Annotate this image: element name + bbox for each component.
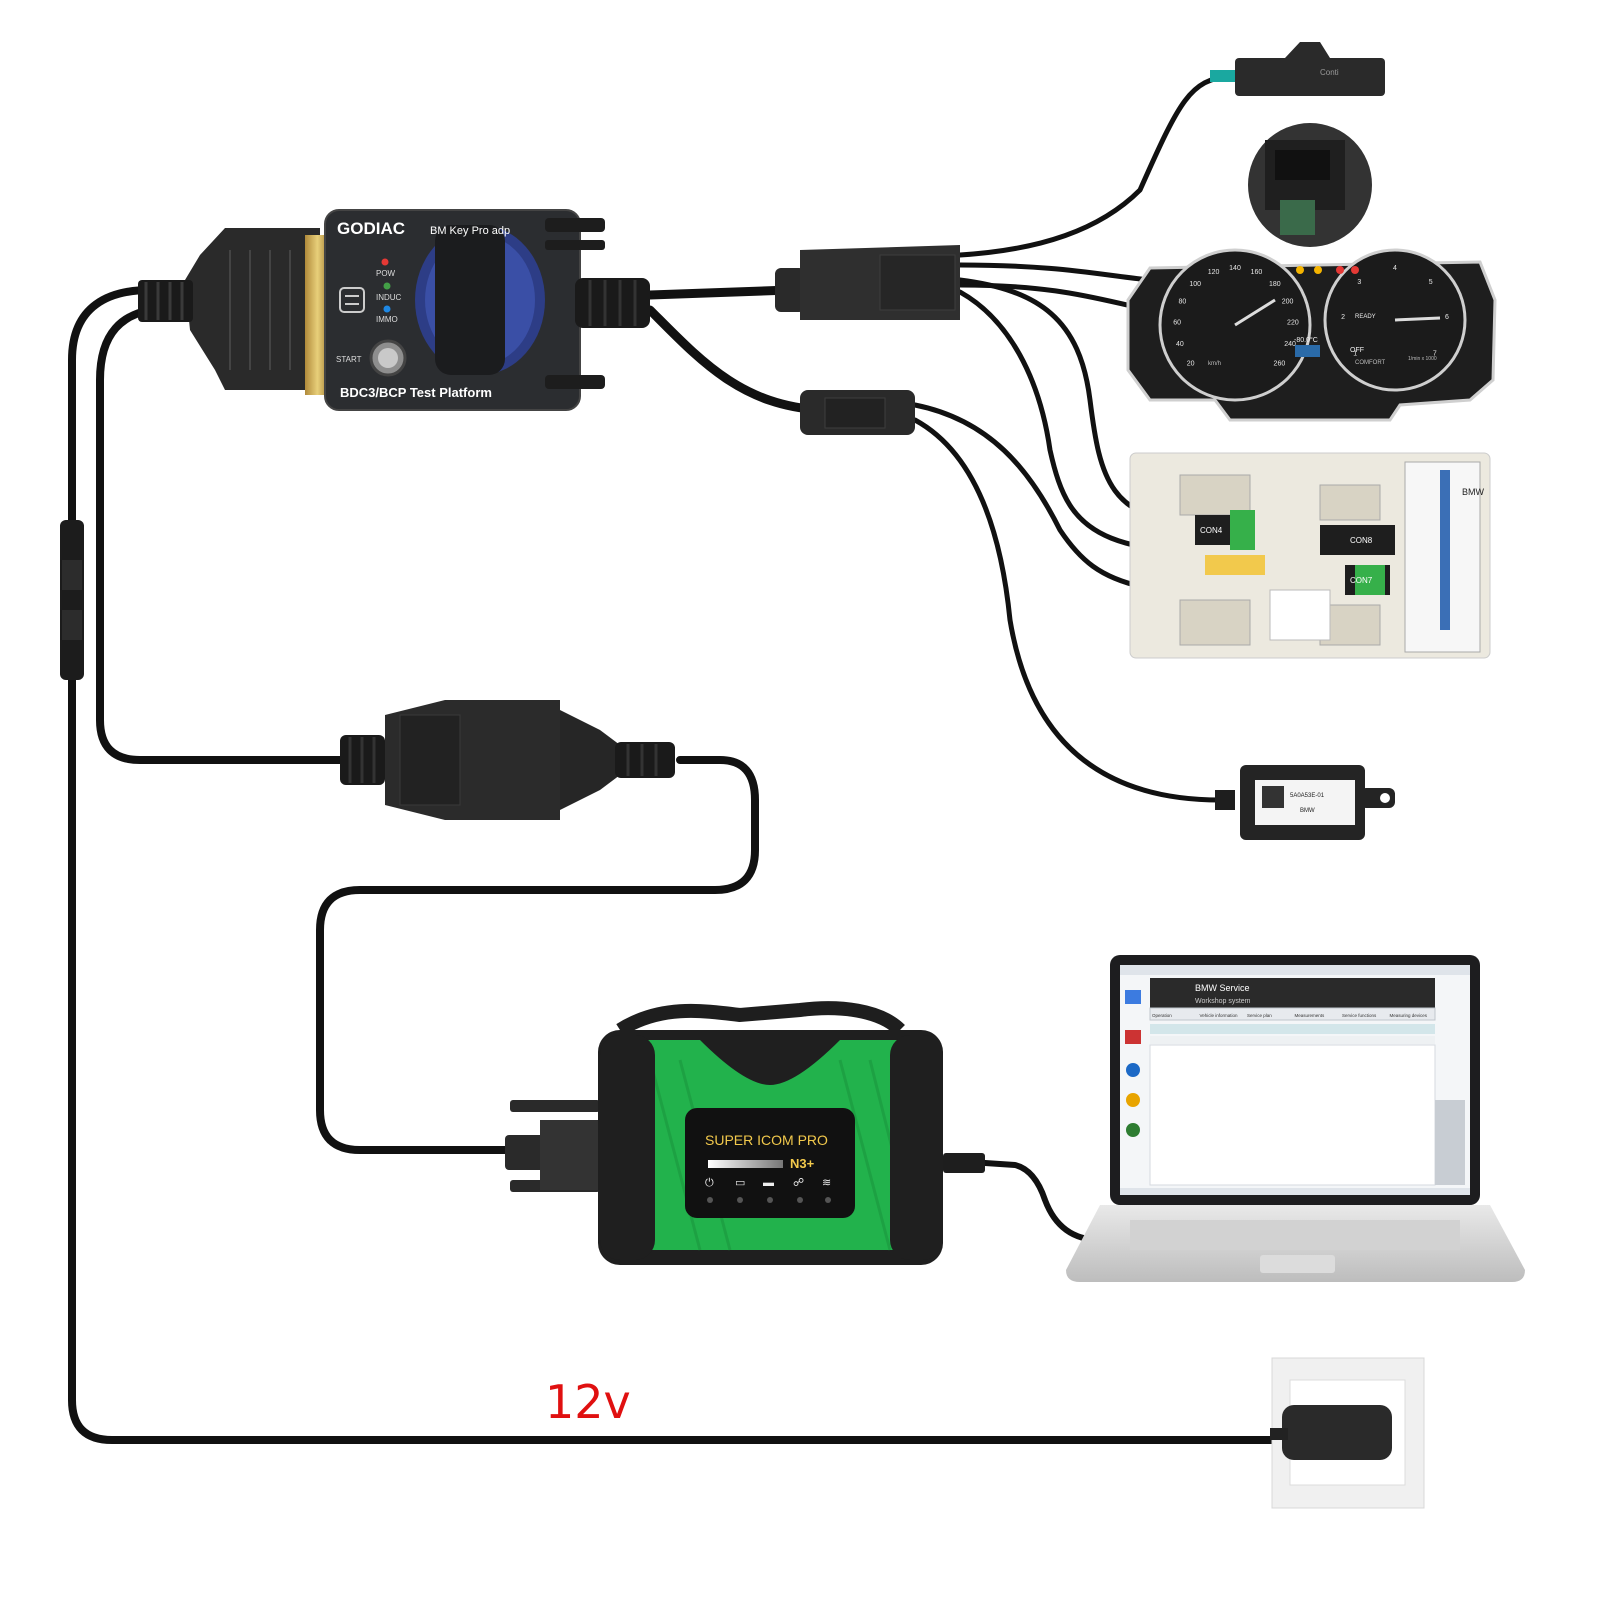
svg-text:CON8: CON8 (1350, 536, 1373, 545)
speed-tick-5: 120 (1208, 269, 1220, 276)
super-icom-interface: SUPER ICOM PRO N3+ ⏻ ▭ ▬ ☍ ≋ (505, 1001, 985, 1265)
speed-tick-12: 260 (1274, 360, 1286, 367)
bdc-connector-con8: CON8 (1320, 525, 1395, 555)
desktop-icons (1125, 990, 1141, 1137)
cable-to-module (912, 417, 1223, 803)
off-label: OFF (1350, 347, 1364, 354)
power-barrel-connector (60, 520, 84, 680)
speed-tick-6: 140 (1229, 265, 1241, 272)
connector-closeup (1248, 123, 1372, 247)
laptop: BMW Service Workshop system Operation Veh… (1066, 955, 1525, 1282)
rpm-tick-2: 3 (1357, 279, 1361, 286)
cable-to-key (957, 73, 1233, 258)
rpm-tick-6: 7 (1433, 350, 1437, 357)
adapter-model: BM Key Pro adp (430, 225, 510, 237)
obd-female-plug (185, 228, 320, 390)
speed-tick-4: 100 (1189, 281, 1201, 288)
laptop-tab-0[interactable]: Operation (1152, 1013, 1172, 1018)
wall-outlet (1270, 1357, 1425, 1509)
bdc-connector-con7: CON7 (1345, 565, 1390, 595)
car-icon (339, 287, 365, 313)
speed-tick-1: 40 (1176, 341, 1184, 348)
led-induc (383, 282, 391, 290)
cables (68, 73, 1363, 1444)
adapter-platform: BDC3/BCP Test Platform (340, 385, 492, 400)
icom-model: N3+ (790, 1156, 815, 1171)
godiac-adapter: GODIAC BM Key Pro adp BDC3/BCP Test Plat… (138, 209, 650, 411)
adapter-brand: GODIAC (337, 219, 405, 238)
led-immo (383, 305, 391, 313)
svg-text:CON7: CON7 (1350, 576, 1373, 585)
icom-cable (316, 756, 759, 1154)
rpm-tick-4: 5 (1429, 279, 1433, 286)
laptop-tab-2[interactable]: Service plan (1247, 1013, 1272, 1018)
wifi-icon: ≋ (822, 1177, 831, 1189)
laptop-tab-4[interactable]: Service functions (1342, 1013, 1377, 1018)
adapter-cable (645, 285, 795, 300)
temp-readout: -80.0°C (1294, 336, 1318, 344)
rpm-tick-labels: 1 2 3 4 5 6 7 (1341, 265, 1449, 357)
laptop-tabs: Operation Vehicle information Service plan… (1152, 1013, 1428, 1018)
rpm-tick-0: 1 (1353, 350, 1357, 357)
bdc-connector-con4: CON4 (1195, 510, 1255, 550)
icom-status-icons: ⏻ ▭ ▬ ☍ ≋ (705, 1177, 831, 1189)
laptop-icon: ▭ (735, 1177, 745, 1189)
led-pow (381, 258, 389, 266)
obd-male-connector (340, 700, 675, 820)
module-label: BMW (1300, 808, 1315, 814)
speed-tick-7: 160 (1251, 269, 1263, 276)
rpm-tick-5: 6 (1445, 314, 1449, 321)
bdc-label-text: BMW (1462, 487, 1485, 497)
rpm-tick-3: 4 (1393, 265, 1397, 272)
speed-tick-8: 180 (1269, 281, 1281, 288)
laptop-tab-1[interactable]: Vehicle information (1200, 1013, 1239, 1018)
speed-tick-10: 220 (1287, 320, 1299, 327)
speed-tick-3: 80 (1179, 299, 1187, 306)
obd-cable (96, 306, 354, 764)
start-label: START (336, 355, 362, 364)
rpm-tick-1: 2 (1341, 314, 1345, 321)
speed-tick-11: 240 (1284, 341, 1296, 348)
speed-tick-0: 20 (1187, 360, 1195, 367)
adapter-cable-lower (645, 305, 825, 415)
cable-to-cluster-1 (957, 262, 1153, 283)
cable-to-cluster-2 (957, 282, 1153, 313)
icom-brand: SUPER ICOM PRO (705, 1132, 828, 1148)
svg-text:Conti: Conti (1320, 68, 1339, 77)
speed-tick-labels: 20 40 60 80 100 120 140 160 180 200 220 240 260 (1173, 265, 1299, 367)
laptop-app-subtitle: Workshop system (1195, 998, 1251, 1005)
led-pow-label: POW (376, 269, 396, 278)
bdc-module: BMW CON4 CON8 CON7 (1129, 452, 1491, 659)
speed-tick-9: 200 (1282, 299, 1294, 306)
comfort-label: COMFORT (1355, 360, 1386, 366)
instrument-cluster: 20 40 60 80 100 120 140 160 180 200 220 240 260 1 2 3 4… (1126, 248, 1497, 422)
laptop-tab-3[interactable]: Measurements (1295, 1013, 1326, 1018)
ready-label: READY (1355, 314, 1376, 320)
rpm-unit: 1/min x 1000 (1408, 356, 1437, 362)
module-part: 5A0A53E-01 (1290, 793, 1325, 799)
y-splitter-lower (800, 390, 915, 435)
led-immo-label: IMMO (376, 315, 398, 324)
network-icon: ☍ (793, 1177, 804, 1189)
power-icon: ⏻ (705, 1177, 714, 1189)
svg-text:CON4: CON4 (1200, 526, 1223, 535)
voltage-label: 12v (545, 1375, 631, 1429)
speed-unit: km/h (1208, 361, 1221, 367)
small-control-module: BMW 5A0A53E-01 (1215, 765, 1395, 840)
laptop-app-title: BMW Service (1195, 983, 1250, 993)
laptop-tab-5[interactable]: Measuring devices (1390, 1013, 1428, 1018)
car-status-icon: ▬ (763, 1177, 774, 1189)
led-induc-label: INDUC (376, 293, 402, 302)
antenna-module: Conti (1210, 42, 1385, 96)
power-cable (68, 286, 1294, 1444)
speed-tick-2: 60 (1173, 320, 1181, 327)
y-splitter-upper (775, 245, 960, 320)
